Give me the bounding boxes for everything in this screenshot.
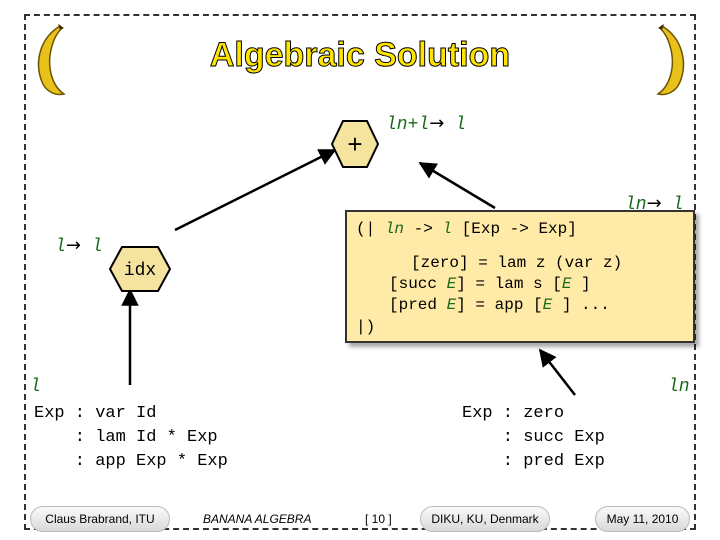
idx-node: idx [108, 244, 172, 294]
fold-line-close: |) [356, 318, 375, 336]
arrow-box-to-plus [420, 163, 495, 208]
footer-page: [ 10 ] [365, 512, 392, 526]
footer-author: Claus Brabrand, ITU [30, 506, 170, 532]
grammar-left: Exp : var Id : lam Id * Exp : app Exp * … [34, 402, 228, 474]
fold-line-zero: [zero] = lam z (var z) [411, 254, 622, 272]
plus-symbol: + [347, 129, 362, 159]
idx-label: idx [124, 261, 156, 281]
arrow-idx-to-plus [175, 150, 335, 230]
grammar-right-line-2: : succ Exp [462, 426, 605, 450]
footer-date: May 11, 2010 [595, 506, 690, 532]
grammar-left-line-1: Exp : var Id [34, 402, 228, 426]
fold-line-1: (| ln -> l [Exp -> Exp] [356, 220, 577, 238]
arrow-right-grammar-to-box [540, 350, 575, 395]
grammar-right-line-1: Exp : zero [462, 402, 605, 426]
fold-line-pred: [pred E] = app [E ] ... [389, 296, 610, 314]
grammar-left-line-3: : app Exp * Exp [34, 450, 228, 474]
grammar-right: Exp : zero : succ Exp : pred Exp [462, 402, 605, 474]
label-left-mid: l→ l [55, 235, 103, 257]
footer-institution: DIKU, KU, Denmark [420, 506, 550, 532]
grammar-right-line-3: : pred Exp [462, 450, 605, 474]
grammar-left-line-2: : lam Id * Exp [34, 426, 228, 450]
fold-line-succ: [succ E] = lam s [E ] [389, 275, 591, 293]
plus-node: + [330, 118, 380, 170]
label-top-right: ln+l→ l [386, 113, 466, 135]
label-left-grammar: l [30, 377, 41, 397]
label-right-grammar: ln [668, 377, 690, 397]
footer-project: BANANA ALGEBRA [203, 512, 311, 526]
